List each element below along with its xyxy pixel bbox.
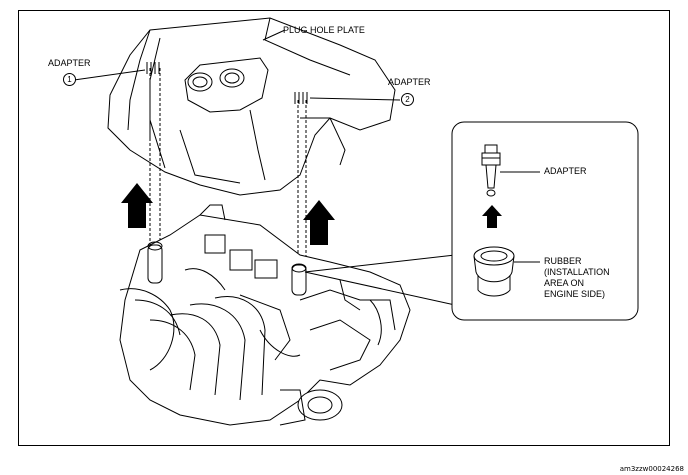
rubber-label-line: RUBBER xyxy=(544,256,582,266)
up-arrow-icon xyxy=(121,183,153,228)
rubber-label-line: AREA ON xyxy=(544,278,585,288)
rubber-label-line: ENGINE SIDE) xyxy=(544,289,606,299)
adapter-markers xyxy=(146,62,308,104)
figure-id: am3zzw00024268 xyxy=(619,465,684,473)
adapter-label-2: ADAPTER xyxy=(388,77,431,87)
callout-adapter-label: ADAPTER xyxy=(544,166,587,176)
rubber-label-line: (INSTALLATION xyxy=(544,267,610,277)
engine-drawing xyxy=(119,204,411,426)
callout-rubber-label: RUBBER (INSTALLATION AREA ON ENGINE SIDE… xyxy=(544,256,610,300)
rubber-grommet-icon xyxy=(473,246,540,297)
callout-number-2: 2 xyxy=(401,93,414,106)
callout-number-1: 1 xyxy=(63,73,76,86)
figure-border xyxy=(18,10,670,446)
adapter-label-1: ADAPTER xyxy=(48,58,91,68)
plug-hole-plate-drawing xyxy=(107,17,396,196)
detail-callout-box xyxy=(451,121,639,321)
plug-hole-plate-label: PLUG HOLE PLATE xyxy=(283,25,365,35)
alignment-lines xyxy=(149,68,307,265)
adapter-part-icon xyxy=(481,144,540,197)
up-arrow-icon xyxy=(482,205,502,228)
up-arrow-icon xyxy=(303,200,335,245)
